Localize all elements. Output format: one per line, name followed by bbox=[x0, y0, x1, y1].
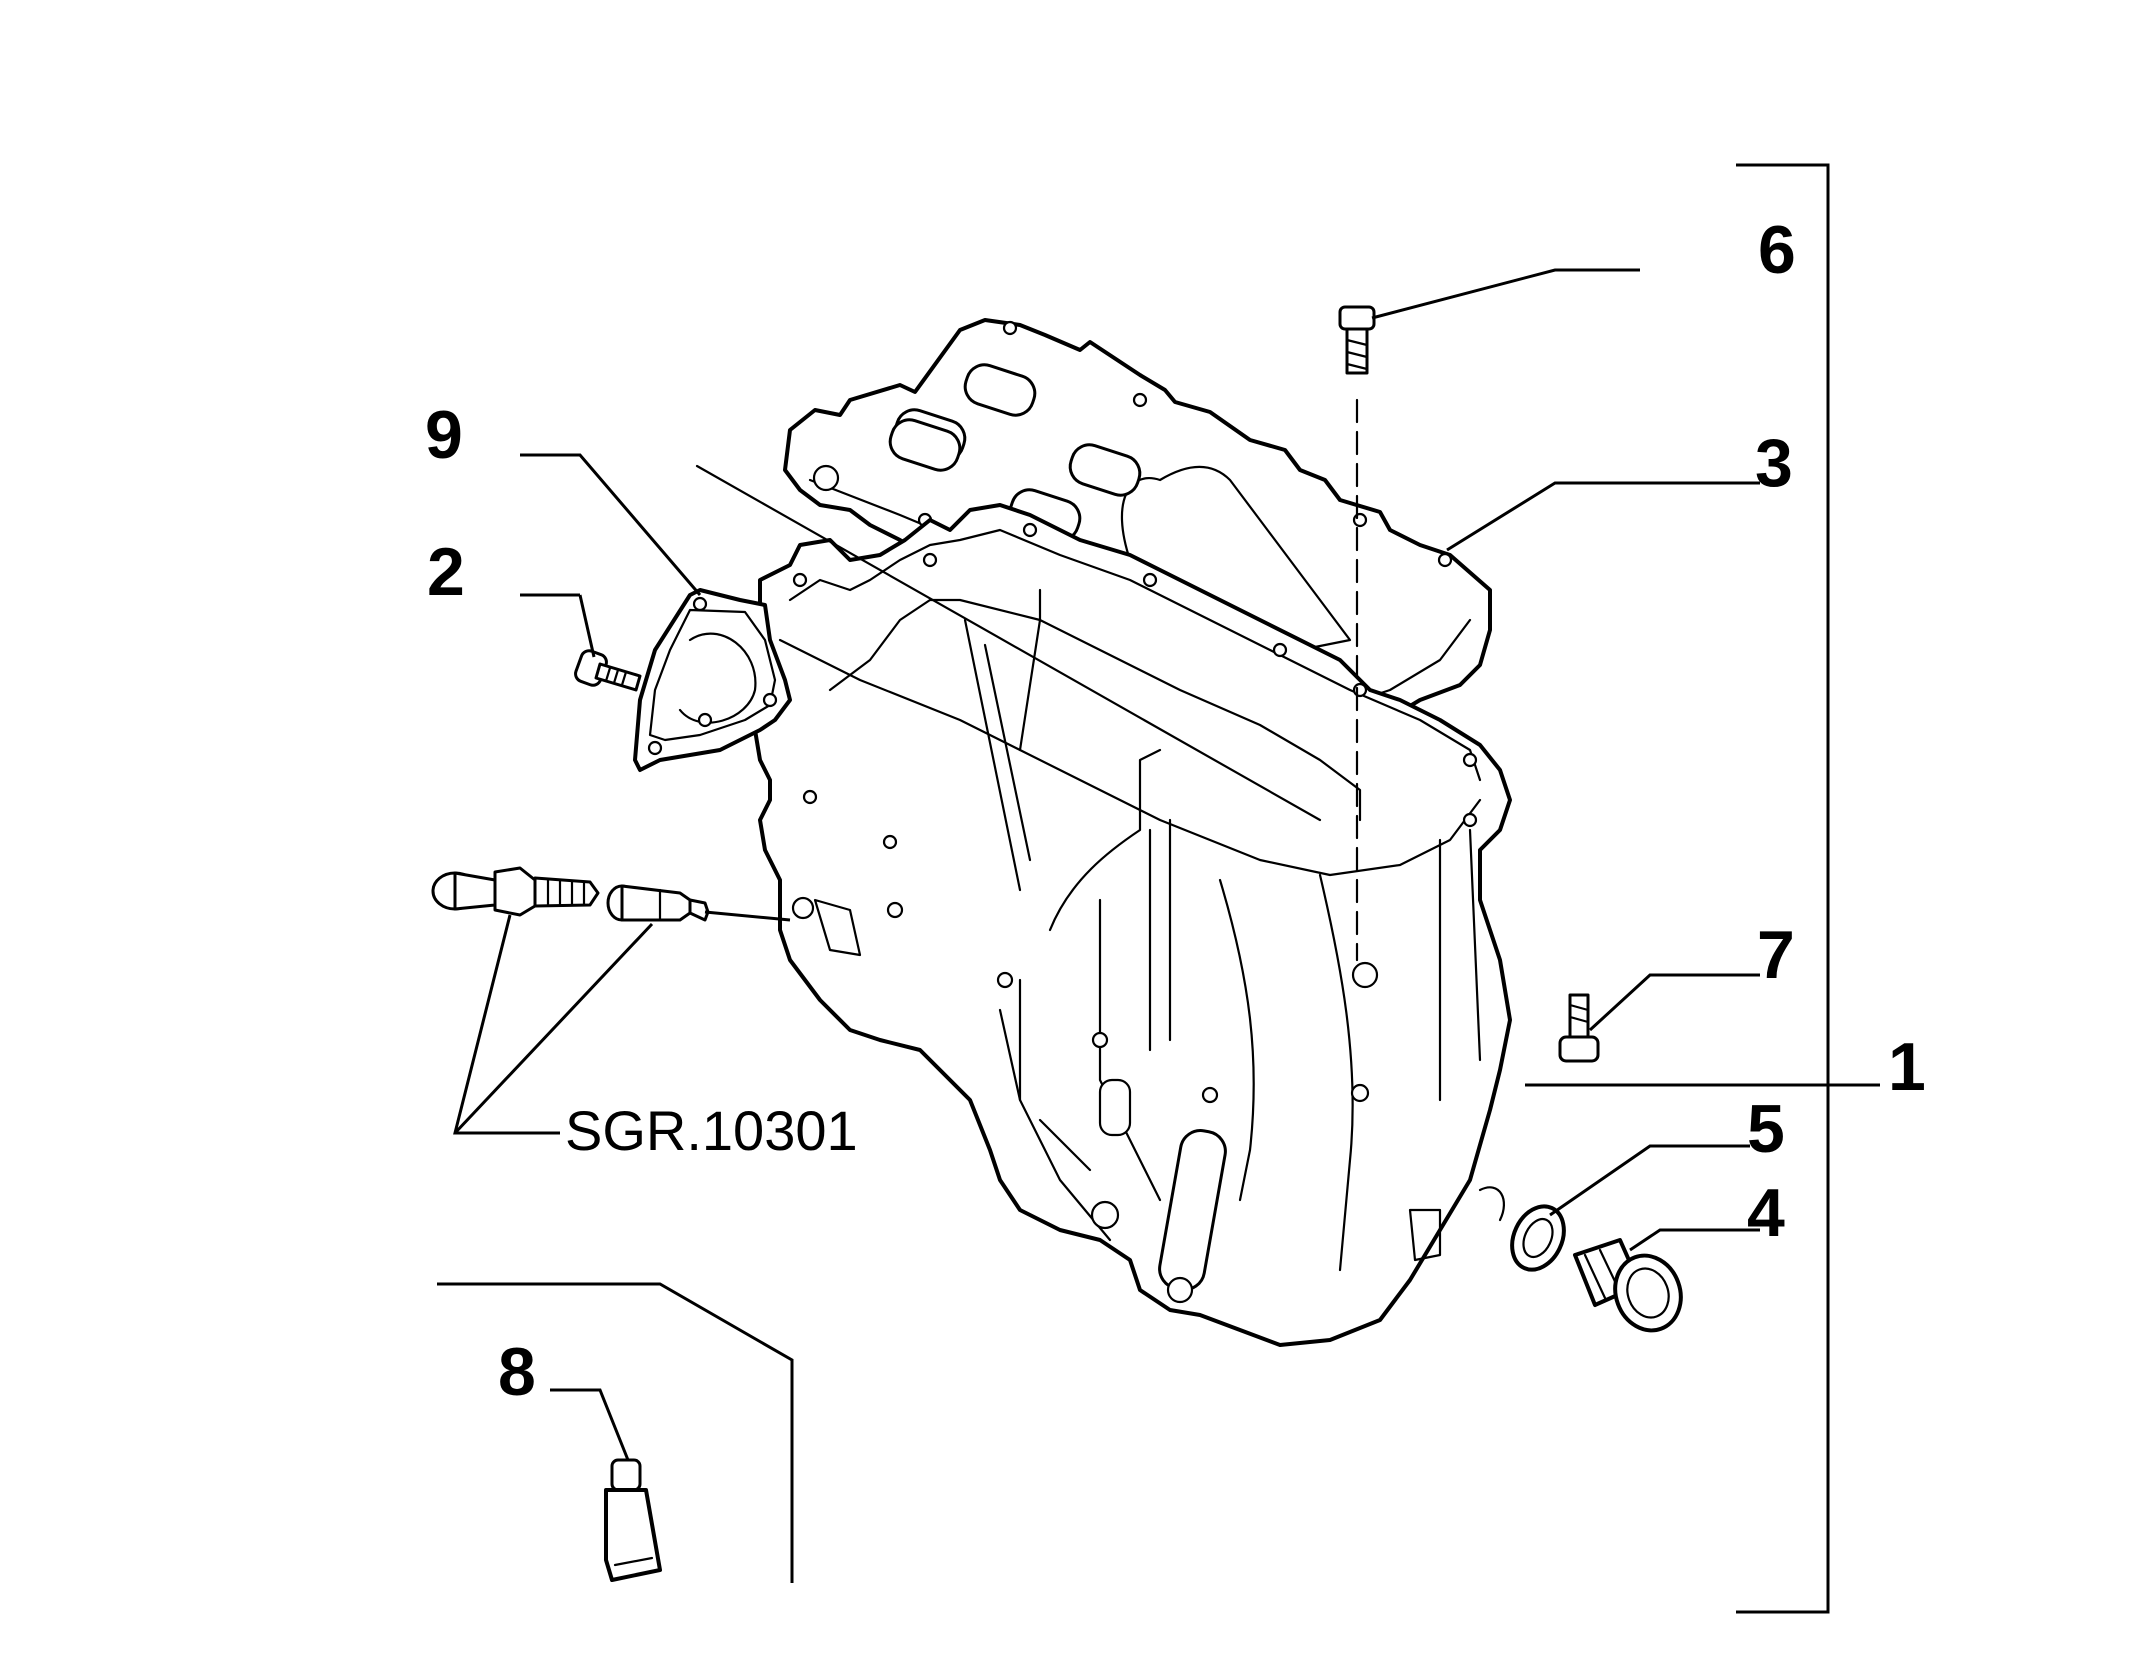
callout-9: 9 bbox=[425, 397, 463, 473]
callout-6: 6 bbox=[1758, 212, 1796, 288]
callout-2: 2 bbox=[427, 534, 465, 610]
callout-1: 1 bbox=[1888, 1029, 1926, 1105]
separator-line bbox=[437, 1282, 794, 1583]
cover-gasket bbox=[633, 588, 792, 772]
reference-code: SGR.10301 bbox=[565, 1099, 858, 1162]
callout-5: 5 bbox=[1747, 1091, 1785, 1167]
group-bracket bbox=[1736, 163, 1830, 1614]
leader-lines bbox=[453, 268, 1880, 1461]
pan-screw bbox=[1558, 993, 1600, 1063]
assembly-lines bbox=[695, 464, 1322, 892]
oil-baffle-plate bbox=[783, 318, 1492, 742]
callout-4: 4 bbox=[1747, 1175, 1785, 1251]
oil-pan bbox=[753, 503, 1512, 1347]
sealant-tube bbox=[604, 1458, 662, 1582]
callout-numbers: 1 2 3 4 5 6 7 8 9 SGR.10301 bbox=[425, 212, 1926, 1410]
drain-plug bbox=[1573, 1238, 1683, 1333]
callout-7: 7 bbox=[1757, 917, 1795, 993]
cover-screw bbox=[574, 649, 642, 692]
callout-3: 3 bbox=[1755, 425, 1793, 501]
sealing-washer bbox=[1510, 1204, 1566, 1272]
oil-drain-fittings bbox=[431, 866, 710, 922]
callout-8: 8 bbox=[498, 1334, 536, 1410]
